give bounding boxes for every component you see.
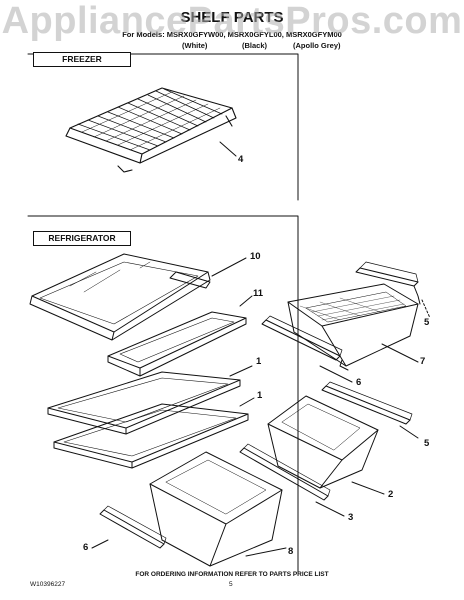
rail-5a <box>355 261 421 305</box>
refrigerator-frame-line <box>27 215 299 573</box>
callout-11: 11 <box>253 288 264 299</box>
drawer-7 <box>287 283 419 371</box>
crisper-8 <box>149 451 283 567</box>
rail-6a <box>261 315 343 361</box>
ordering-note: FOR ORDERING INFORMATION REFER TO PARTS … <box>135 571 329 578</box>
callout-6-lower: 6 <box>83 542 89 553</box>
leader-3 <box>315 501 345 517</box>
callout-5-upper: 5 <box>424 317 430 328</box>
color-black-label: (Black) <box>242 41 268 50</box>
rail-3 <box>239 443 331 501</box>
glass-shelf-10 <box>29 253 211 341</box>
callout-6-upper: 6 <box>356 377 362 388</box>
freezer-section-label: FREEZER <box>33 52 131 67</box>
shelf-frame-11 <box>107 311 247 377</box>
page-title: SHELF PARTS <box>180 9 284 26</box>
freezer-frame-line <box>27 53 299 201</box>
crisper-2 <box>267 395 379 489</box>
color-apollo-grey-label: (Apollo Grey) <box>293 41 341 50</box>
models-line: For Models: MSRX0GFYW00, MSRX0GFYL00, MS… <box>122 30 342 39</box>
callout-10: 10 <box>250 251 261 262</box>
leader-1b <box>239 397 255 407</box>
leader-10 <box>211 257 247 277</box>
glass-shelf-1b <box>53 403 249 469</box>
callout-8: 8 <box>288 546 294 557</box>
leader-8 <box>245 547 287 557</box>
color-white-label: (White) <box>182 41 208 50</box>
rail-6b <box>99 505 167 549</box>
refrigerator-section-label: REFRIGERATOR <box>33 231 131 246</box>
callout-1-lower: 1 <box>257 390 263 401</box>
callout-1-upper: 1 <box>256 356 262 367</box>
leader-5a <box>421 299 431 319</box>
leader-4 <box>219 141 237 157</box>
leader-7 <box>381 343 419 363</box>
page-number: 5 <box>229 581 233 588</box>
glass-shelf-1a <box>47 371 241 435</box>
leader-6a <box>319 365 353 383</box>
document-number: W10396227 <box>30 581 66 588</box>
callout-4: 4 <box>238 154 244 165</box>
leader-6b <box>91 539 109 549</box>
callout-7: 7 <box>420 356 426 367</box>
callout-5-lower: 5 <box>424 438 430 449</box>
leader-11 <box>239 295 253 307</box>
callout-2: 2 <box>388 489 394 500</box>
rail-5b <box>321 381 413 425</box>
leader-1a <box>229 365 253 377</box>
callout-3: 3 <box>348 512 354 523</box>
freezer-wire-shelf <box>65 87 237 173</box>
leader-5b <box>399 425 419 439</box>
leader-2 <box>351 481 385 495</box>
